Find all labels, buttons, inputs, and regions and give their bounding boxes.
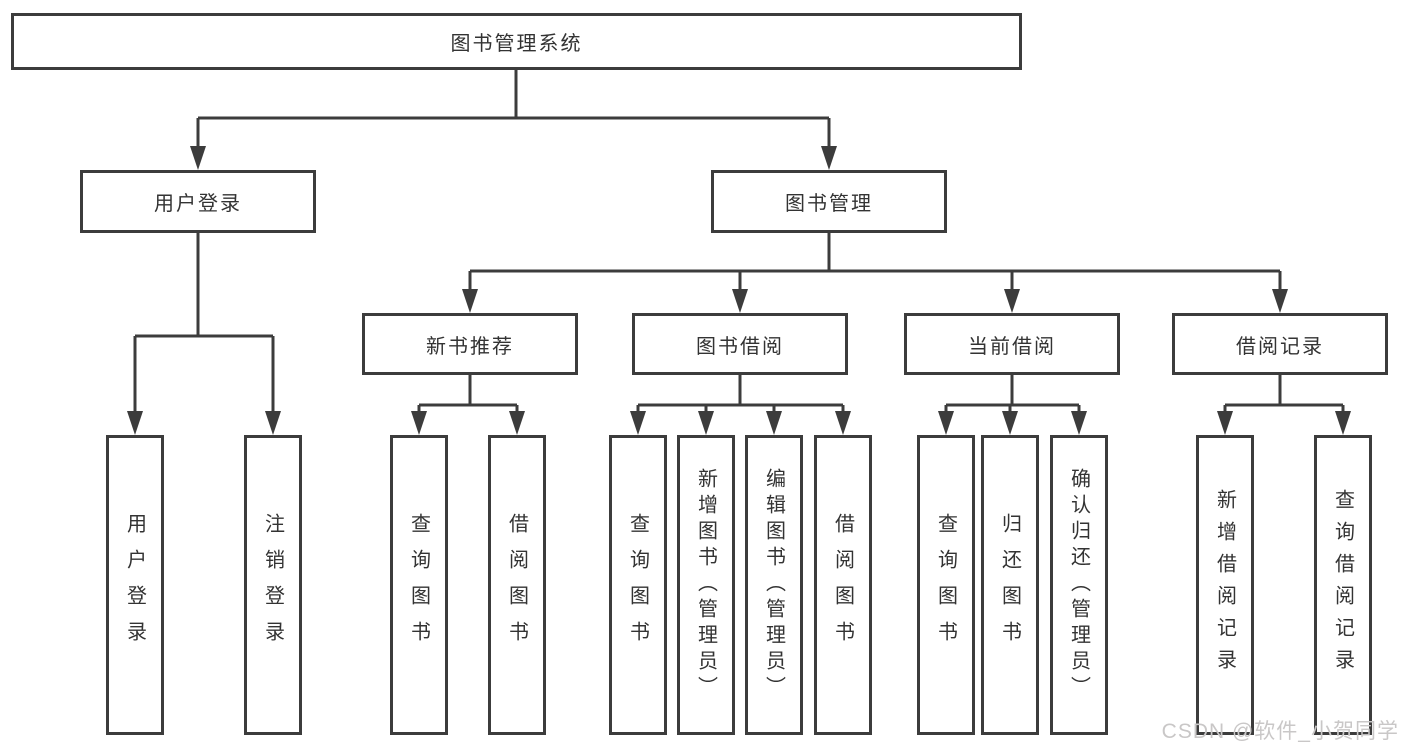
leaf-bb-query-books-label: 查询图书 bbox=[626, 513, 649, 657]
leaf-bb-add-books-admin-label: 新增图书（管理员） bbox=[694, 468, 717, 702]
leaf-bb-edit-books-admin-label: 编辑图书（管理员） bbox=[762, 468, 785, 702]
node-user-login: 用户登录 bbox=[80, 170, 316, 233]
leaf-br-query-record: 查询借阅记录 bbox=[1314, 435, 1372, 735]
node-book-management-label: 图书管理 bbox=[785, 193, 873, 215]
leaf-cb-query-books-label: 查询图书 bbox=[934, 513, 957, 657]
leaf-cb-return-books-label: 归还图书 bbox=[998, 513, 1021, 657]
leaf-bb-borrow-books-label: 借阅图书 bbox=[831, 513, 854, 657]
leaf-nbr-query-books-label: 查询图书 bbox=[407, 513, 430, 657]
node-user-login-label: 用户登录 bbox=[154, 193, 242, 215]
node-current-borrowing: 当前借阅 bbox=[904, 313, 1120, 375]
leaf-bb-borrow-books: 借阅图书 bbox=[814, 435, 872, 735]
node-borrowing-records: 借阅记录 bbox=[1172, 313, 1388, 375]
leaf-user-login: 用户登录 bbox=[106, 435, 164, 735]
leaf-bb-edit-books-admin: 编辑图书（管理员） bbox=[745, 435, 803, 735]
leaf-cb-query-books: 查询图书 bbox=[917, 435, 975, 735]
leaf-bb-query-books: 查询图书 bbox=[609, 435, 667, 735]
node-root: 图书管理系统 bbox=[11, 13, 1022, 70]
leaf-br-query-record-label: 查询借阅记录 bbox=[1331, 489, 1354, 681]
node-book-management: 图书管理 bbox=[711, 170, 947, 233]
node-new-book-recommend-label: 新书推荐 bbox=[426, 335, 514, 358]
node-root-label: 图书管理系统 bbox=[450, 33, 583, 55]
leaf-br-add-record: 新增借阅记录 bbox=[1196, 435, 1254, 735]
leaf-cb-confirm-return-admin-label: 确认归还（管理员） bbox=[1067, 468, 1090, 702]
leaf-logout: 注销登录 bbox=[244, 435, 302, 735]
leaf-bb-add-books-admin: 新增图书（管理员） bbox=[677, 435, 735, 735]
leaf-br-add-record-label: 新增借阅记录 bbox=[1213, 489, 1236, 681]
node-current-borrowing-label: 当前借阅 bbox=[968, 335, 1056, 358]
leaf-nbr-query-books: 查询图书 bbox=[390, 435, 448, 735]
watermark: CSDN @软件_小贺同学 bbox=[1161, 720, 1399, 743]
node-book-borrowing: 图书借阅 bbox=[632, 313, 848, 375]
leaf-user-login-label: 用户登录 bbox=[123, 513, 146, 657]
leaf-cb-confirm-return-admin: 确认归还（管理员） bbox=[1050, 435, 1108, 735]
leaf-logout-label: 注销登录 bbox=[261, 513, 284, 657]
leaf-cb-return-books: 归还图书 bbox=[981, 435, 1039, 735]
node-new-book-recommend: 新书推荐 bbox=[362, 313, 578, 375]
leaf-nbr-borrow-books: 借阅图书 bbox=[488, 435, 546, 735]
leaf-nbr-borrow-books-label: 借阅图书 bbox=[505, 513, 528, 657]
node-borrowing-records-label: 借阅记录 bbox=[1236, 335, 1324, 358]
node-book-borrowing-label: 图书借阅 bbox=[696, 335, 784, 358]
